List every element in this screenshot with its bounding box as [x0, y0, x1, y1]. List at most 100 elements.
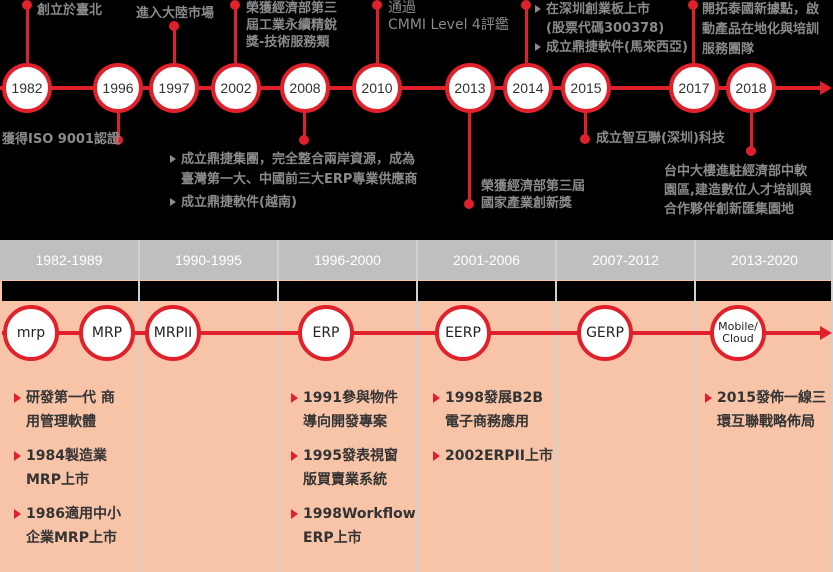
event-line: 榮獲經濟部第三屆: [481, 179, 586, 194]
event-line: 合作夥伴創新匯集園地: [664, 202, 795, 217]
year-2017: 2017: [669, 63, 719, 113]
item: 2015發佈一線三 環互聯戰略佈局: [705, 386, 826, 434]
event-1982: 創立於臺北: [37, 3, 103, 18]
event-bullet: 成立鼎捷軟件(馬來西亞): [535, 38, 688, 57]
stage-mrp: mrp: [3, 305, 59, 361]
stage-ERP: ERP: [298, 305, 354, 361]
event-bullet: 成立鼎捷軟件(越南): [170, 193, 417, 213]
period-header: 1982-1989: [0, 240, 138, 280]
divider: [555, 240, 557, 572]
event-2010: 通過 CMMI Level 4評鑑: [388, 0, 509, 34]
event-2017: 開拓泰國新據點，啟 動產品在地化與培訓 服務團隊: [702, 0, 819, 60]
stem: [173, 26, 176, 63]
event-line: 開拓泰國新據點，啟: [702, 2, 820, 17]
event-2008: 成立鼎捷集團，完全整合兩岸資源，成為 臺灣第一大、中國前三大ERP專業供應商 成…: [170, 150, 417, 213]
dot: [230, 0, 240, 10]
event-line: 榮獲經濟部第三: [246, 1, 338, 16]
dot: [299, 135, 309, 145]
stage-GERP: GERP: [577, 305, 633, 361]
item: 1984製造業 MRP上市: [14, 444, 121, 492]
period-header: 2013-2020: [696, 240, 833, 280]
event-line: 動產品在地化與培訓: [702, 22, 820, 37]
stem: [376, 3, 379, 63]
item: 1986適用中小 企業MRP上市: [14, 502, 121, 550]
stem: [117, 113, 120, 140]
timeline-line: [0, 86, 820, 90]
item: 1998Workflow ERP上市: [291, 502, 416, 550]
divider: [831, 240, 833, 572]
event-line: 獎-技術服務類: [246, 35, 330, 50]
dot: [746, 146, 756, 156]
dot: [521, 0, 531, 10]
stem: [692, 3, 695, 63]
stem: [525, 3, 528, 63]
event-line: 園區,建造數位人才培訓與: [664, 183, 812, 198]
year-2018: 2018: [726, 63, 776, 113]
item: 研發第一代 商 用管理軟體: [14, 386, 121, 434]
items-2013-2020: 2015發佈一線三 環互聯戰略佈局: [705, 386, 826, 444]
dot: [113, 135, 123, 145]
timeline-arrow: [820, 81, 832, 95]
event-bullet: 成立鼎捷集團，完全整合兩岸資源，成為: [170, 150, 417, 170]
stage-MRP: MRP: [79, 305, 135, 361]
divider: [416, 240, 418, 572]
event-2015: 成立智互聯(深圳)科技: [596, 131, 725, 146]
divider: [277, 240, 279, 572]
year-2008: 2008: [280, 63, 330, 113]
item: 1998發展B2B 電子商務應用: [433, 386, 553, 434]
dot: [22, 0, 32, 10]
event-line: 臺灣第一大、中國前三大ERP專業供應商: [181, 172, 418, 187]
stage-mobile-cloud: Mobile/ Cloud: [710, 305, 766, 361]
year-2002: 2002: [211, 63, 261, 113]
event-2013: 榮獲經濟部第三屆 國家產業創新獎: [481, 178, 585, 212]
event-2002: 榮獲經濟部第三 屆工業永續精銳 獎-技術服務類: [246, 0, 337, 51]
stem: [234, 3, 237, 63]
event-line: 服務團隊: [702, 42, 755, 57]
event-2014: 在深圳創業板上市 (股票代碼300378) 成立鼎捷軟件(馬來西亞): [535, 0, 688, 57]
event-line: 通過: [388, 0, 416, 16]
stem: [303, 113, 306, 140]
stage-line: [2, 331, 820, 335]
divider: [694, 240, 696, 572]
year-2014: 2014: [503, 63, 553, 113]
company-milestones: 1982 1996 1997 2002 2008 2010 2013 2014 …: [0, 0, 833, 238]
dot: [688, 0, 698, 10]
period-header: 1996-2000: [279, 240, 416, 280]
dot: [169, 21, 179, 31]
items-1996-2000: 1991參與物件 導向開發專案 1995發表視窗 版買賣業系統 1998Work…: [291, 386, 416, 560]
event-line: 台中大樓進駐經濟部中軟: [664, 164, 808, 179]
stage-arrow: [820, 326, 832, 340]
stage-EERP: EERP: [435, 305, 491, 361]
stem: [584, 113, 587, 139]
year-1996: 1996: [93, 63, 143, 113]
divider: [138, 240, 140, 572]
event-1996: 獲得ISO 9001認證: [2, 132, 120, 147]
event-1997: 進入大陸市場: [136, 6, 215, 21]
event-line: (股票代碼300378): [546, 21, 665, 36]
period-header: 2001-2006: [418, 240, 555, 280]
event-2018: 台中大樓進駐經濟部中軟 園區,建造數位人才培訓與 合作夥伴創新匯集園地: [664, 162, 812, 219]
items-2001-2006: 1998發展B2B 電子商務應用 2002ERPII上市: [433, 386, 553, 478]
dot: [464, 199, 474, 209]
event-line: CMMI Level 4評鑑: [388, 17, 509, 33]
item: 2002ERPII上市: [433, 444, 553, 468]
dot: [372, 0, 382, 10]
item: 1991參與物件 導向開發專案: [291, 386, 416, 434]
dot: [580, 134, 590, 144]
year-2015: 2015: [561, 63, 611, 113]
year-1982: 1982: [2, 63, 52, 113]
period-header: 2007-2012: [557, 240, 694, 280]
year-1997: 1997: [149, 63, 199, 113]
event-line: 國家產業創新獎: [481, 196, 573, 211]
period-header: 1990-1995: [140, 240, 277, 280]
event-line: 屆工業永續精銳: [246, 18, 338, 33]
stage-MRPII: MRPII: [145, 305, 201, 361]
year-2013: 2013: [445, 63, 495, 113]
event-bullet: 在深圳創業板上市: [535, 0, 688, 19]
item: 1995發表視窗 版買賣業系統: [291, 444, 416, 492]
year-2010: 2010: [352, 63, 402, 113]
product-evolution: 1982-1989 1990-1995 1996-2000 2001-2006 …: [0, 240, 833, 572]
items-1982-1989: 研發第一代 商 用管理軟體 1984製造業 MRP上市 1986適用中小 企業M…: [14, 386, 121, 560]
stem: [750, 113, 753, 151]
stem: [468, 113, 471, 204]
